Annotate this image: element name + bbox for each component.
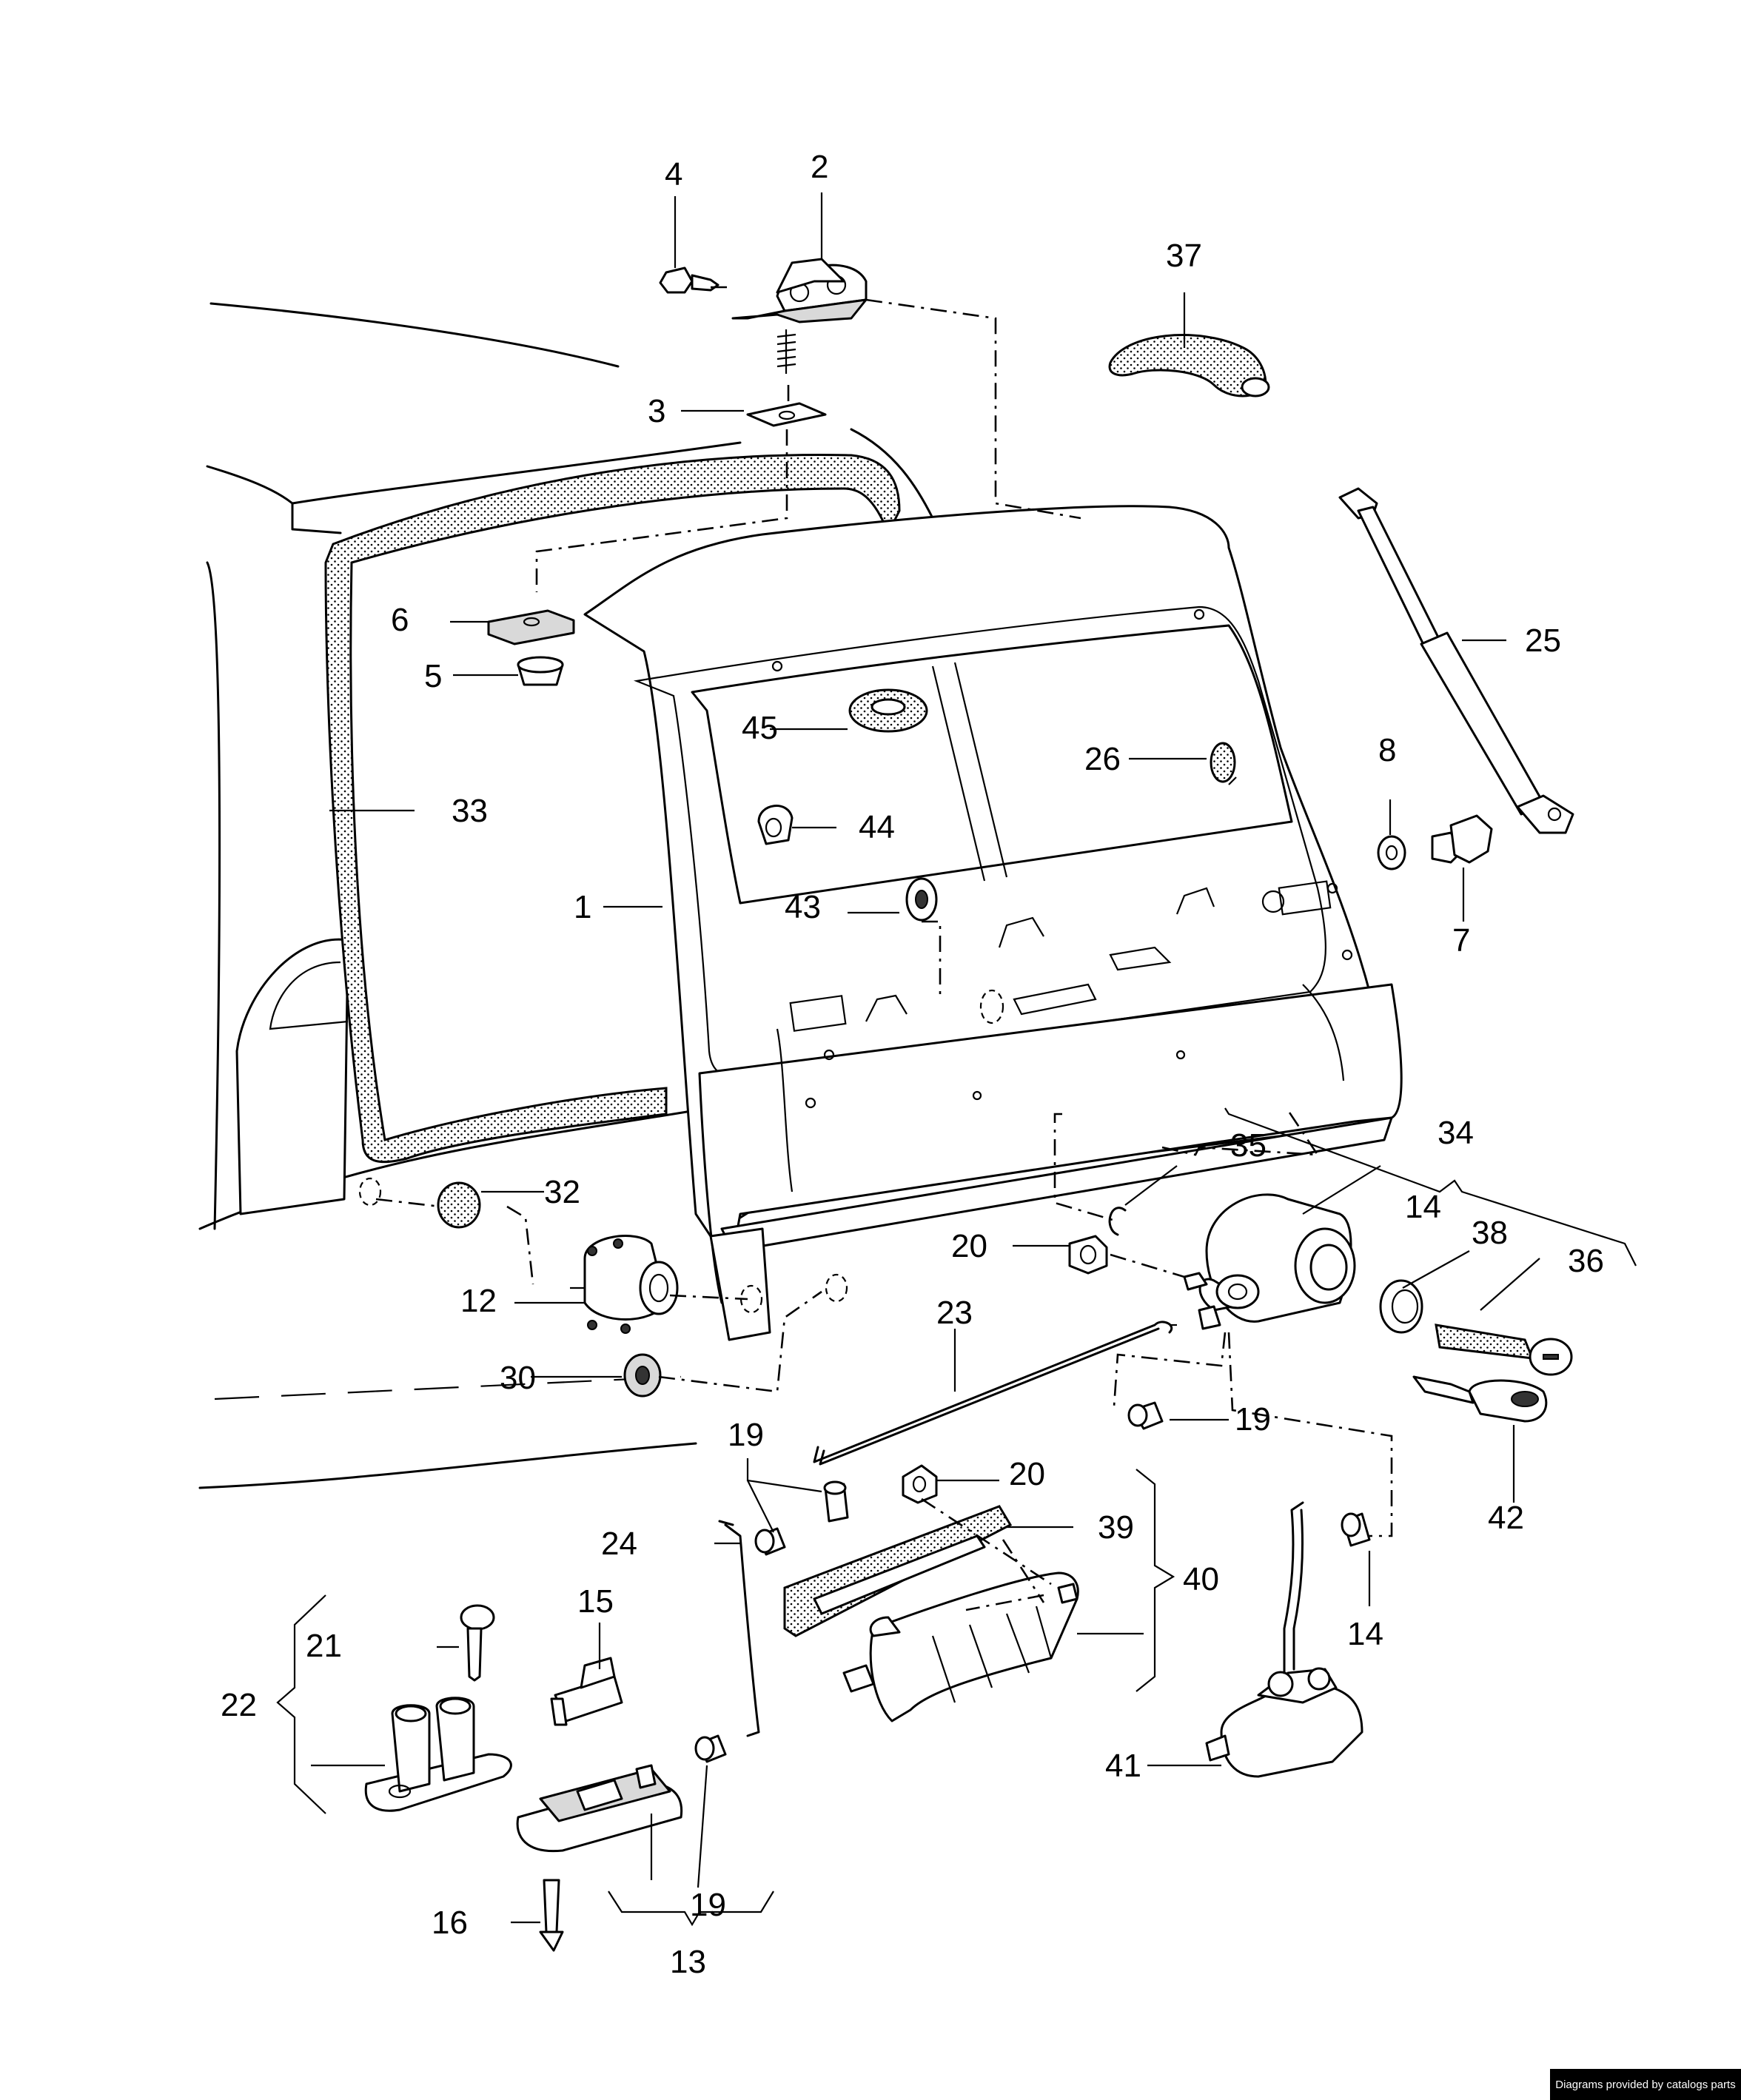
- rubber-grommet: [1108, 334, 1270, 397]
- callout-39: 39: [1098, 1509, 1134, 1546]
- callout-40: 40: [1183, 1561, 1219, 1597]
- lock-cylinder: [1435, 1324, 1573, 1376]
- striker: [364, 1697, 512, 1812]
- callout-38: 38: [1472, 1215, 1508, 1251]
- callout-7: 7: [1452, 922, 1470, 959]
- callout-6: 6: [391, 602, 409, 638]
- callout-24: 24: [601, 1526, 637, 1562]
- callout-12: 12: [460, 1283, 497, 1319]
- callout-37: 37: [1166, 238, 1202, 274]
- square-nut: [487, 609, 575, 645]
- bolt: [659, 266, 719, 294]
- callout-2: 2: [811, 149, 828, 185]
- circlip: [1108, 1207, 1127, 1236]
- callout-34: 34: [1438, 1115, 1474, 1151]
- rod-clip: [694, 1734, 727, 1763]
- callout-22: 22: [221, 1687, 257, 1723]
- screw: [460, 1604, 495, 1682]
- clip-nut: [517, 656, 564, 686]
- callout-21: 21: [306, 1628, 342, 1664]
- credit-banner: Diagrams provided by catalogs parts: [1550, 2069, 1741, 2100]
- callout-14a: 14: [1405, 1189, 1441, 1225]
- licence-lamp: [516, 1764, 683, 1853]
- rod-clip: [1127, 1401, 1164, 1430]
- callout-41: 41: [1105, 1748, 1141, 1784]
- callout-44: 44: [859, 809, 895, 845]
- screw-lamp: [539, 1879, 564, 1952]
- vehicle-body-outline: [198, 302, 934, 1489]
- switch: [550, 1657, 623, 1726]
- callout-36: 36: [1568, 1243, 1604, 1279]
- tailgate-panel: [583, 505, 1403, 1341]
- gas-strut: [1338, 487, 1574, 834]
- callout-30: 30: [500, 1360, 536, 1396]
- tailgate-grommet: [1210, 742, 1236, 783]
- release-rod: [724, 1523, 760, 1737]
- callout-20b: 20: [1009, 1456, 1045, 1492]
- callout-19c: 19: [690, 1887, 726, 1923]
- callout-labels: 1 2 3 4 5 6 7 8 12 13 14 14 15 16 19 19 …: [221, 149, 1604, 1980]
- washer: [1377, 835, 1406, 870]
- rubber-buffer: [570, 1235, 679, 1334]
- leader-lines: [276, 192, 1637, 1927]
- callout-15: 15: [577, 1583, 614, 1620]
- rod-clip: [823, 1480, 849, 1523]
- sealing-cap: [437, 1181, 481, 1229]
- callout-32: 32: [544, 1174, 580, 1210]
- hinge-plate: [746, 402, 827, 427]
- callout-19b: 19: [1235, 1401, 1271, 1438]
- linkage-rod: [813, 1321, 1173, 1463]
- callout-1: 1: [574, 889, 591, 925]
- nut: [1068, 1235, 1108, 1275]
- nut: [902, 1464, 938, 1504]
- callout-42: 42: [1488, 1500, 1524, 1536]
- callout-3: 3: [648, 393, 665, 429]
- lock-actuator: [1205, 1501, 1363, 1778]
- callout-25: 25: [1525, 623, 1561, 659]
- callout-4: 4: [665, 156, 682, 192]
- callout-33: 33: [452, 793, 488, 829]
- callout-20a: 20: [951, 1228, 987, 1264]
- window-grommet: [848, 688, 928, 733]
- callout-13: 13: [670, 1944, 706, 1980]
- lock-housing: [1183, 1193, 1356, 1330]
- grommet-small: [905, 877, 938, 922]
- release-handle: [842, 1571, 1079, 1722]
- callout-14b: 14: [1347, 1616, 1383, 1652]
- connector: [1341, 1512, 1371, 1547]
- callout-5: 5: [424, 658, 442, 694]
- callout-35: 35: [1230, 1127, 1267, 1164]
- callout-19a: 19: [728, 1417, 764, 1453]
- rod-clip: [754, 1527, 786, 1556]
- ball-stud: [1431, 814, 1493, 864]
- callout-16: 16: [432, 1905, 468, 1941]
- callout-45: 45: [742, 710, 778, 746]
- hinge: [731, 258, 868, 374]
- key: [1412, 1375, 1548, 1423]
- retaining-clip: [757, 805, 794, 845]
- callout-26: 26: [1084, 741, 1121, 777]
- callout-23: 23: [936, 1295, 973, 1331]
- seal-ring: [1379, 1279, 1423, 1334]
- callout-43: 43: [785, 889, 821, 925]
- grommet-buffer: [623, 1353, 662, 1398]
- callout-8: 8: [1378, 732, 1396, 768]
- handle-seal: [783, 1505, 1013, 1637]
